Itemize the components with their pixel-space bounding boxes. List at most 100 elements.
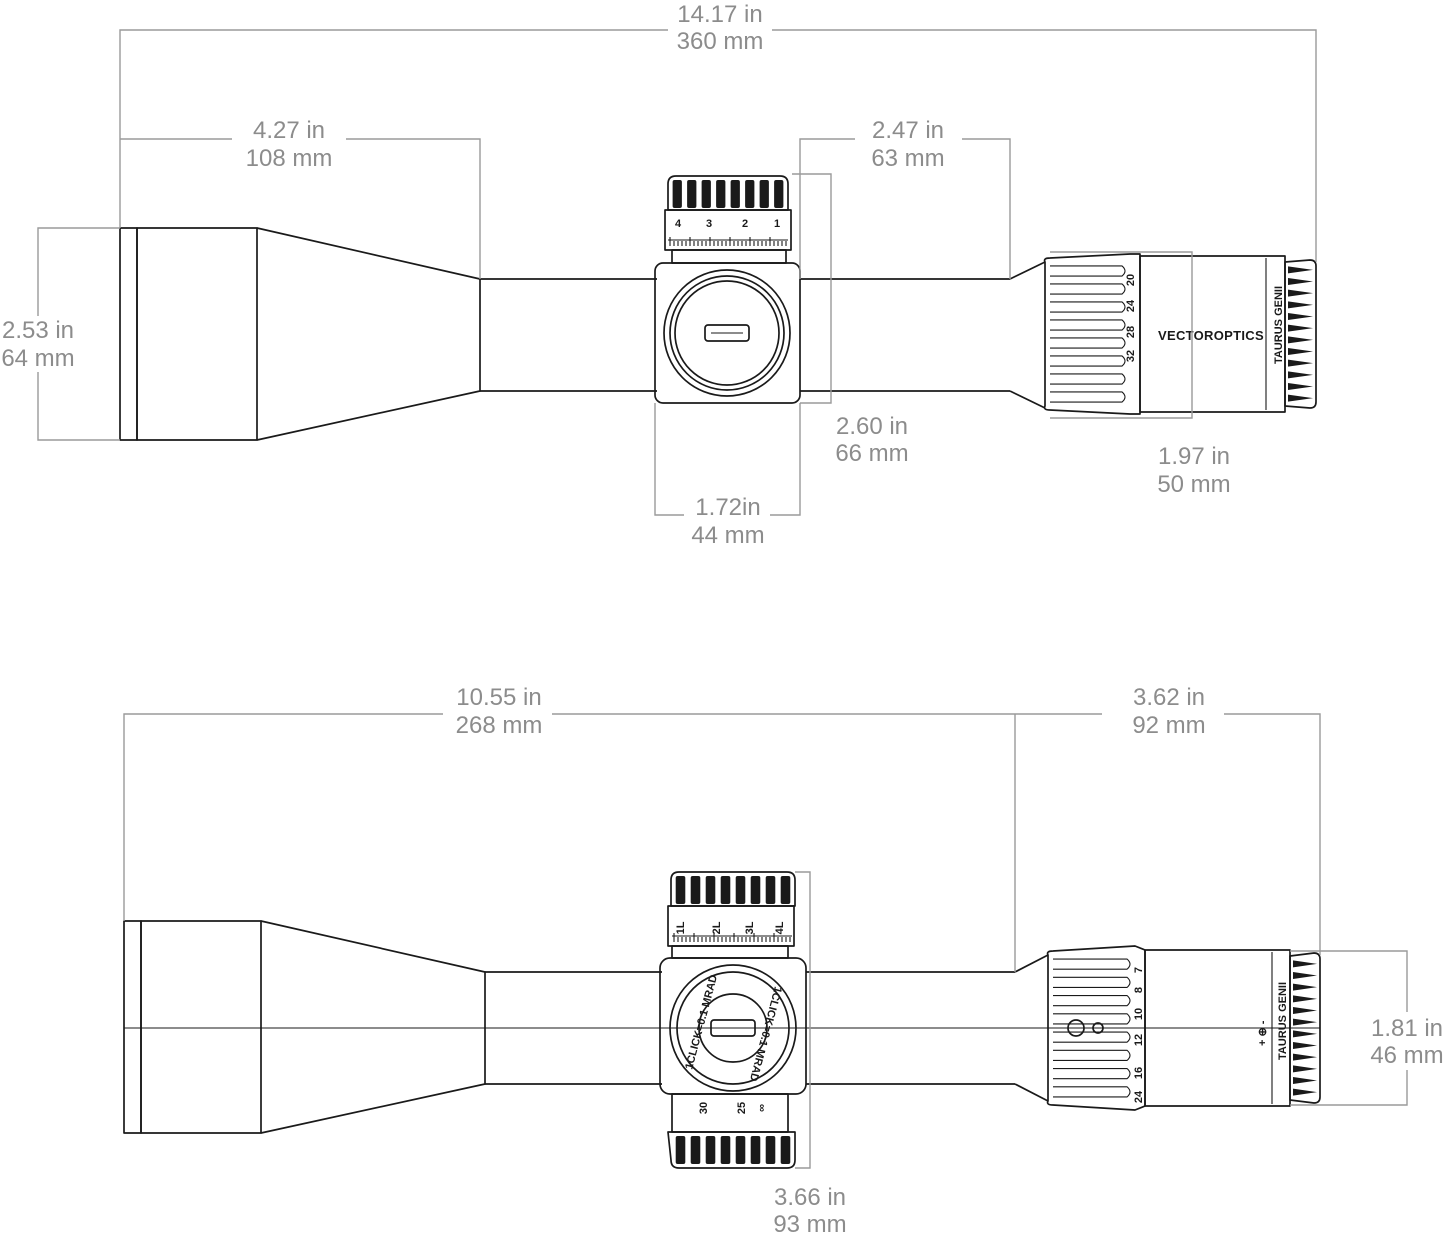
svg-text:268 mm: 268 mm [456, 712, 543, 739]
knurl-rib [675, 876, 686, 904]
svg-text:4: 4 [675, 218, 682, 230]
svg-text:∞: ∞ [756, 1104, 768, 1112]
knurl-rib [780, 876, 791, 904]
objective-taper [256, 227, 481, 441]
svg-text:1.97 in: 1.97 in [1158, 443, 1230, 470]
diopter-rib [1293, 1018, 1317, 1026]
svg-text:2: 2 [742, 218, 748, 230]
side-dimension-lines [123, 713, 1408, 1169]
svg-text:VECTOROPTICS: VECTOROPTICS [1158, 328, 1264, 343]
side-knob-slot [704, 324, 750, 342]
knurl-rib [720, 876, 731, 904]
knurl-rib [750, 1136, 761, 1164]
svg-text:2L: 2L [711, 921, 723, 934]
diopter-rib [1293, 972, 1317, 979]
knurl-rib [716, 180, 726, 208]
mag-ring [1043, 253, 1141, 415]
diopter-rib [1293, 1088, 1317, 1096]
knurl-rib [672, 180, 682, 208]
diopter-rib [1293, 995, 1317, 1003]
diopter-rib [1293, 1042, 1317, 1049]
top-dimension-labels: 14.17 in 360 mm 4.27 in 108 mm 2.47 in 6… [1, 1, 1230, 549]
diopter-rib [1293, 1007, 1317, 1014]
elevation-turret: 4 3 2 1 [664, 175, 792, 264]
objective-ring [119, 227, 138, 441]
mag-ring-rib [1053, 994, 1131, 1007]
diopter-rib [1288, 324, 1313, 332]
mag-ring-rib [1053, 976, 1131, 989]
knurl-rib [690, 1136, 701, 1164]
mag-ring-rib [1050, 301, 1126, 313]
svg-text:TAURUS GENII: TAURUS GENII [1277, 982, 1289, 1060]
diopter-rib [1288, 394, 1313, 402]
diopter-rib [1288, 383, 1313, 390]
knurl-rib [705, 1136, 716, 1164]
knurl-rib [690, 876, 701, 904]
mag-ring-rib [1053, 1067, 1131, 1080]
svg-text:2.47 in: 2.47 in [872, 117, 944, 144]
mag-ring-rib [1050, 319, 1126, 331]
knurl-rib [701, 180, 711, 208]
svg-text:2.53 in: 2.53 in [2, 317, 74, 344]
mag-ring-rib [1053, 1086, 1131, 1098]
diopter-rib [1288, 278, 1313, 285]
svg-text:92 mm: 92 mm [1132, 712, 1205, 739]
svg-text:12: 12 [1133, 1034, 1145, 1046]
knurl-rib [735, 1136, 746, 1164]
diopter-rib [1288, 313, 1313, 320]
dim-top-total-in: 14.17 in [677, 1, 762, 28]
svg-text:TAURUS GENII: TAURUS GENII [1273, 286, 1285, 364]
diopter-rib [1288, 289, 1313, 297]
knurl-rib [765, 1136, 776, 1164]
svg-text:4.27 in: 4.27 in [253, 117, 325, 144]
mag-ring-rib [1053, 1049, 1131, 1062]
svg-text:93 mm: 93 mm [773, 1211, 846, 1238]
svg-text:2.60 in: 2.60 in [836, 413, 908, 440]
svg-text:16: 16 [1133, 1067, 1145, 1079]
diopter-rib [1288, 371, 1313, 379]
svg-text:3L: 3L [744, 921, 756, 934]
dim-top-total-mm: 360 mm [677, 28, 764, 55]
svg-text:30: 30 [698, 1102, 710, 1114]
knurl-rib [750, 876, 761, 904]
mag-ring-rib [1053, 1013, 1131, 1025]
mag-ring-rib [1050, 355, 1126, 367]
knurl-rib [765, 876, 776, 904]
knurl-rib [759, 180, 769, 208]
knurl-rib [774, 180, 784, 208]
diopter-rib [1293, 1065, 1317, 1073]
svg-text:24: 24 [1125, 299, 1137, 312]
svg-text:25: 25 [736, 1102, 748, 1114]
illumination-knob [1067, 1019, 1085, 1037]
svg-text:1.72in: 1.72in [695, 494, 760, 521]
side-knob-outer [663, 269, 791, 397]
objective-bell [136, 227, 258, 441]
diopter-rib [1288, 301, 1313, 309]
mag-ring-rib [1053, 1031, 1131, 1043]
mag-ring-rib [1050, 283, 1126, 295]
svg-text:3.66 in: 3.66 in [774, 1184, 846, 1211]
knurl-rib [730, 180, 740, 208]
diopter-rib [1288, 359, 1313, 367]
svg-text:50 mm: 50 mm [1157, 471, 1230, 498]
mag-ring-rib [1050, 373, 1126, 385]
knurl-rib [705, 876, 716, 904]
knurl-rib [675, 1136, 686, 1164]
top-dimension-lines [37, 29, 1317, 516]
svg-text:64 mm: 64 mm [1, 345, 74, 372]
svg-text:3: 3 [706, 218, 712, 230]
svg-text:8: 8 [1133, 987, 1145, 993]
diopter-rib [1293, 1077, 1317, 1084]
diopter-rib [1288, 266, 1313, 274]
side-dimension-labels: 10.55 in 268 mm 3.62 in 92 mm 1.81 in 46… [456, 684, 1444, 1238]
svg-text:20: 20 [1125, 274, 1137, 286]
svg-text:108 mm: 108 mm [246, 145, 333, 172]
diopter-rib [1288, 336, 1313, 344]
diopter-ring [1284, 259, 1317, 409]
diopter-rib [1288, 348, 1313, 355]
mag-ring-rib [1050, 337, 1126, 349]
svg-text:28: 28 [1125, 326, 1137, 338]
side-view-scope: 1CLICK=0.1 MRAD 1CLICK=0.1 MRAD 1L 2L 3L… [123, 871, 1321, 1169]
mag-ring-rib [1050, 265, 1126, 277]
